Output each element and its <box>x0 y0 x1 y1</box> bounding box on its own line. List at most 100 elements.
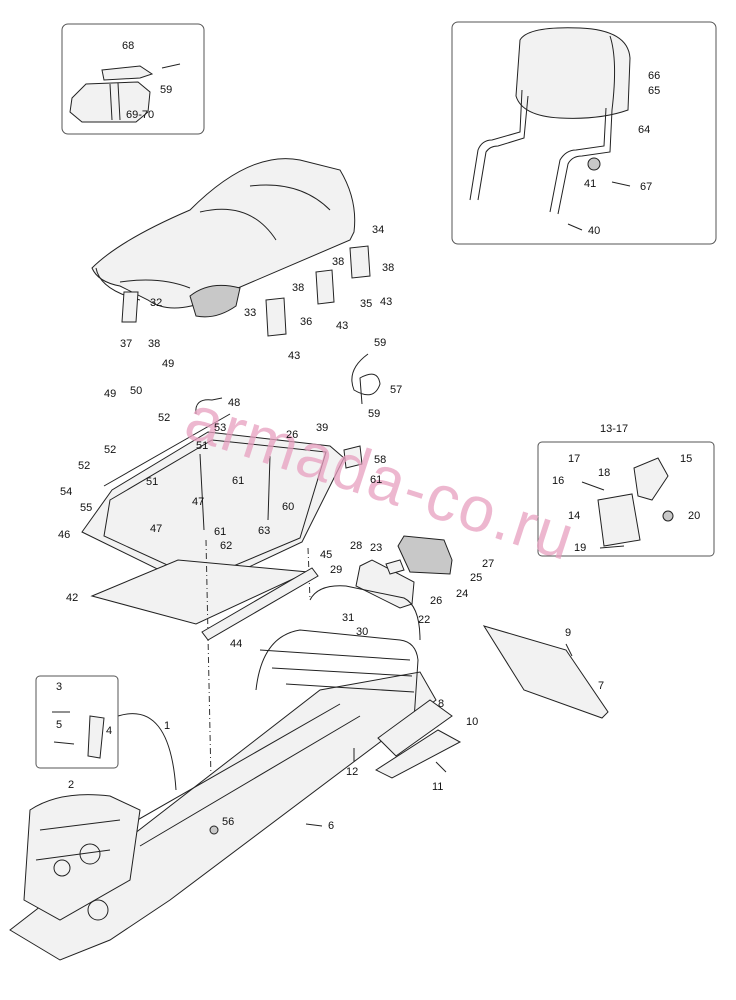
bolt-19 <box>599 545 625 549</box>
bolt-40 <box>567 223 583 231</box>
callout-48: 48 <box>228 397 241 409</box>
bracket-37 <box>121 291 139 323</box>
callout-64: 64 <box>638 124 651 136</box>
callout-59: 59 <box>160 84 173 96</box>
callout-40: 40 <box>588 225 601 237</box>
storage-box-46 <box>81 431 345 591</box>
callout-56: 56 <box>222 816 235 828</box>
callout-61: 61 <box>214 526 227 538</box>
backrest-frame-64 <box>469 89 613 215</box>
callout-38: 38 <box>148 338 161 350</box>
callout-43: 43 <box>288 350 301 362</box>
callout-31: 31 <box>342 612 355 624</box>
nut-20 <box>662 510 674 522</box>
callout-8: 8 <box>438 698 445 710</box>
plate-4 <box>87 715 105 759</box>
callout-4: 4 <box>106 725 113 737</box>
callout-60: 60 <box>282 501 295 513</box>
callout-13-17: 13-17 <box>600 423 629 435</box>
callout-51: 51 <box>146 476 159 488</box>
seat-32-34 <box>91 158 356 309</box>
callout-43: 43 <box>380 296 393 308</box>
rear-rack-frame <box>255 585 421 721</box>
callout-39: 39 <box>316 422 329 434</box>
callout-16: 16 <box>552 475 565 487</box>
seat-bracket-35b <box>349 245 371 279</box>
callout-63: 63 <box>258 525 271 537</box>
rail-44 <box>201 567 319 641</box>
nut-56 <box>209 825 219 835</box>
callout-32: 32 <box>150 297 163 309</box>
callout-12: 12 <box>346 766 359 778</box>
callout-3: 3 <box>56 681 63 693</box>
callout-38: 38 <box>382 262 395 274</box>
callout-69-70: 69-70 <box>126 109 155 121</box>
backrest-pad-65-66 <box>515 27 631 119</box>
callout-34: 34 <box>372 224 385 236</box>
bolt-9 <box>565 643 573 657</box>
callout-61: 61 <box>370 474 383 486</box>
callout-19: 19 <box>574 542 587 554</box>
callout-26: 26 <box>286 429 299 441</box>
callout-49: 49 <box>104 388 117 400</box>
bracket-15 <box>633 457 669 501</box>
callout-7: 7 <box>598 680 605 692</box>
seat-bracket-35a <box>315 269 335 305</box>
rod-51 <box>103 413 231 487</box>
callout-57: 57 <box>390 384 403 396</box>
callout-29: 29 <box>330 564 343 576</box>
callout-45: 45 <box>320 549 333 561</box>
callout-58: 58 <box>374 454 387 466</box>
callout-28: 28 <box>350 540 363 552</box>
callout-44: 44 <box>230 638 243 650</box>
callout-42: 42 <box>66 592 79 604</box>
detail-inset-curve <box>117 713 177 791</box>
taillight-housing-24 <box>397 535 453 575</box>
callout-38: 38 <box>292 282 305 294</box>
callout-22: 22 <box>418 614 431 626</box>
seat-base-33 <box>189 284 241 318</box>
inset-box-bag <box>61 23 205 135</box>
callout-33: 33 <box>244 307 257 319</box>
callout-43: 43 <box>336 320 349 332</box>
callout-15: 15 <box>680 453 693 465</box>
callout-50: 50 <box>130 385 143 397</box>
bag-69-70 <box>69 65 154 123</box>
callout-47: 47 <box>150 523 163 535</box>
callout-38: 38 <box>332 256 345 268</box>
callout-47: 47 <box>192 496 205 508</box>
callout-26: 26 <box>430 595 443 607</box>
callout-37: 37 <box>120 338 133 350</box>
handle-48 <box>195 397 223 415</box>
callout-65: 65 <box>648 85 661 97</box>
callout-2: 2 <box>68 779 75 791</box>
callout-61: 61 <box>232 475 245 487</box>
mud-flap-7 <box>482 625 609 719</box>
callout-53: 53 <box>214 422 227 434</box>
callout-67: 67 <box>640 181 653 193</box>
callout-11: 11 <box>432 781 444 793</box>
callout-1: 1 <box>164 720 171 732</box>
bolt-5 <box>53 741 75 745</box>
callout-46: 46 <box>58 529 71 541</box>
callout-68: 68 <box>122 40 135 52</box>
bumper-8 <box>377 699 453 757</box>
pin-16 <box>581 481 605 491</box>
bolt-11 <box>435 761 447 773</box>
inset-box-bolts <box>35 675 119 769</box>
callout-41: 41 <box>584 178 597 190</box>
callout-9: 9 <box>565 627 572 639</box>
callout-49: 49 <box>162 358 175 370</box>
callout-27: 27 <box>482 558 495 570</box>
leader-dashed-1 <box>205 539 213 829</box>
skid-10 <box>374 729 462 779</box>
bracket-14 <box>597 493 641 547</box>
bolt-59-inset <box>161 63 181 69</box>
inset-box-backrest <box>451 21 717 245</box>
callout-18: 18 <box>598 467 611 479</box>
callout-52: 52 <box>104 444 117 456</box>
seat-bracket-36 <box>265 297 287 337</box>
latch-58 <box>343 445 363 469</box>
callout-14: 14 <box>568 510 581 522</box>
